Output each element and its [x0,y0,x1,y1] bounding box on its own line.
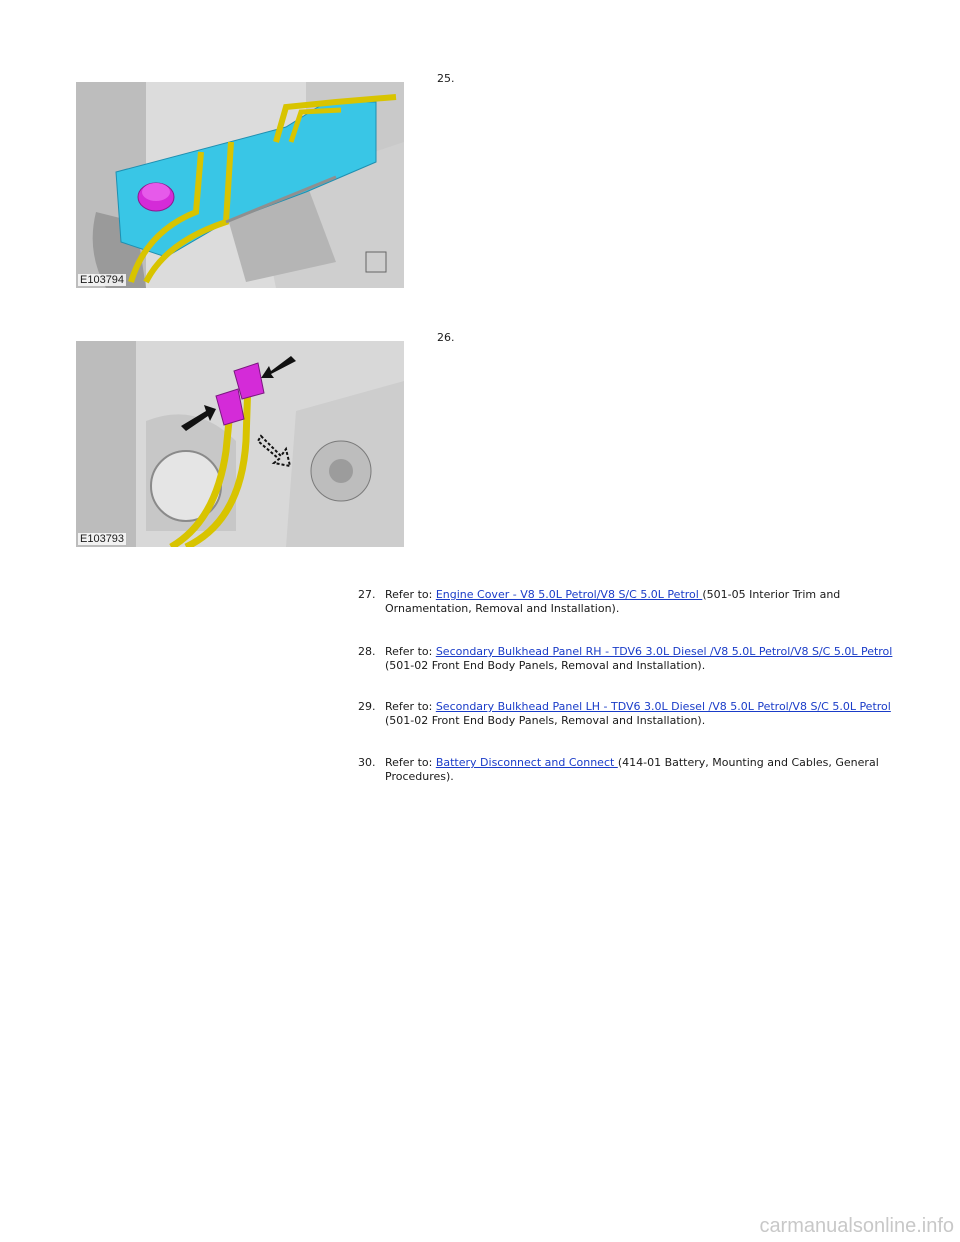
link-battery-disconnect[interactable]: Battery Disconnect and Connect [435,756,618,769]
quick-connector-1 [215,388,245,426]
step-number: 28. [358,645,376,658]
watermark: carmanualsonline.info [759,1215,954,1237]
yellow-hose-2 [143,141,234,284]
step-25-number: 25. [437,72,455,85]
quick-connector-2 [233,362,265,400]
link-secondary-bulkhead-rh[interactable]: Secondary Bulkhead Panel RH - TDV6 3.0L … [435,645,893,658]
link-secondary-bulkhead-lh[interactable]: Secondary Bulkhead Panel LH - TDV6 3.0L … [435,700,891,713]
step-26-number: 26. [437,331,455,344]
arrow-icon [181,405,216,431]
yellow-hose-3 [273,94,397,143]
step-suffix: (501-05 Interior Trim and Ornamentation,… [385,588,841,615]
step-prefix: Refer to: [385,645,436,658]
step-prefix: Refer to: [385,588,436,601]
step-30: 30. Refer to: Battery Disconnect and Con… [358,756,898,784]
figure-e103793: E103793 [76,341,404,547]
step-28: 28. Refer to: Secondary Bulkhead Panel R… [358,645,898,673]
link-engine-cover[interactable]: Engine Cover - V8 5.0L Petrol/V8 S/C 5.0… [435,588,703,601]
figure-e103794: E103794 [76,82,404,288]
engine-bay-illustration-reservoir [76,82,404,288]
step-number: 29. [358,700,376,713]
step-suffix: (501-02 Front End Body Panels, Removal a… [385,714,706,727]
arrow-icon [261,356,296,378]
yellow-hose-1 [128,151,204,283]
step-number: 27. [358,588,376,601]
step-suffix: (414-01 Battery, Mounting and Cables, Ge… [385,756,879,783]
step-prefix: Refer to: [385,756,436,769]
engine-bay-illustration-connectors [76,341,404,547]
step-number: 30. [358,756,376,769]
step-prefix: Refer to: [385,700,436,713]
figure-code: E103794 [78,274,127,286]
step-27: 27. Refer to: Engine Cover - V8 5.0L Pet… [358,588,898,616]
figure-code: E103793 [78,533,127,545]
step-29: 29. Refer to: Secondary Bulkhead Panel L… [358,700,898,728]
yellow-hose-1 [169,400,235,547]
step-suffix: (501-02 Front End Body Panels, Removal a… [385,659,706,672]
arrow-dashed-icon [256,434,292,468]
yellow-hose-2 [184,380,252,547]
